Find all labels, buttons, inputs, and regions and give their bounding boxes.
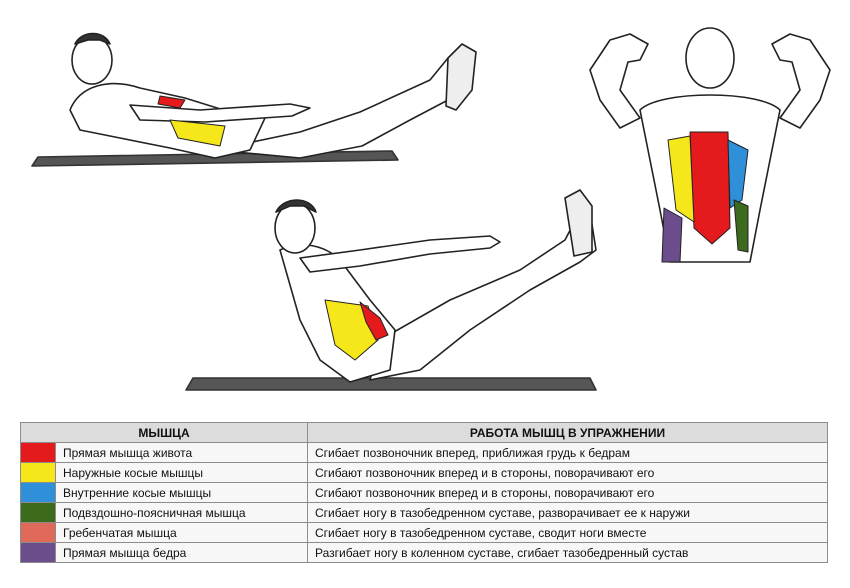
- muscle-action: Разгибает ногу в коленном суставе, сгиба…: [307, 542, 828, 563]
- color-swatch-cell: [20, 442, 56, 463]
- header-action: РАБОТА МЫШЦ В УПРАЖНЕНИИ: [307, 422, 828, 443]
- table-row: Прямая мышца бедра Разгибает ногу в коле…: [20, 542, 828, 563]
- table-row: Подвздошно-поясничная мышца Сгибает ногу…: [20, 502, 828, 523]
- figure-anatomy: [589, 27, 831, 263]
- exercise-illustration: [31, 27, 831, 391]
- muscle-action: Сгибает позвоночник вперед, приближая гр…: [307, 442, 828, 463]
- color-swatch: [21, 523, 55, 542]
- table-row: Внутренние косые мышцы Сгибают позвоночн…: [20, 482, 828, 503]
- muscle-action: Сгибает ногу в тазобедренном суставе, св…: [307, 522, 828, 543]
- muscle-action: Сгибают позвоночник вперед и в стороны, …: [307, 482, 828, 503]
- table-row: Прямая мышца живота Сгибает позвоночник …: [20, 442, 828, 463]
- color-swatch-cell: [20, 482, 56, 503]
- header-muscle: МЫШЦА: [20, 422, 308, 443]
- table-row: Наружные косые мышцы Сгибают позвоночник…: [20, 462, 828, 483]
- color-swatch-cell: [20, 522, 56, 543]
- color-swatch-cell: [20, 542, 56, 563]
- muscle-name: Внутренние косые мышцы: [55, 482, 308, 503]
- table-header-row: МЫШЦА РАБОТА МЫШЦ В УПРАЖНЕНИИ: [20, 422, 828, 443]
- figure-lying: [31, 32, 477, 167]
- muscle-name: Гребенчатая мышца: [55, 522, 308, 543]
- muscle-table: МЫШЦА РАБОТА МЫШЦ В УПРАЖНЕНИИ Прямая мы…: [20, 422, 828, 563]
- color-swatch: [21, 483, 55, 502]
- muscle-action: Сгибает ногу в тазобедренном суставе, ра…: [307, 502, 828, 523]
- muscle-name: Прямая мышца живота: [55, 442, 308, 463]
- color-swatch-cell: [20, 502, 56, 523]
- color-swatch: [21, 503, 55, 522]
- color-swatch: [21, 443, 55, 462]
- muscle-name: Наружные косые мышцы: [55, 462, 308, 483]
- color-swatch: [21, 463, 55, 482]
- figure-seated: [185, 189, 597, 391]
- color-swatch: [21, 543, 55, 562]
- color-swatch-cell: [20, 462, 56, 483]
- muscle-action: Сгибают позвоночник вперед и в стороны, …: [307, 462, 828, 483]
- table-row: Гребенчатая мышца Сгибает ногу в тазобед…: [20, 522, 828, 543]
- exercise-mat-middle: [185, 377, 597, 391]
- muscle-name: Подвздошно-поясничная мышца: [55, 502, 308, 523]
- muscle-name: Прямая мышца бедра: [55, 542, 308, 563]
